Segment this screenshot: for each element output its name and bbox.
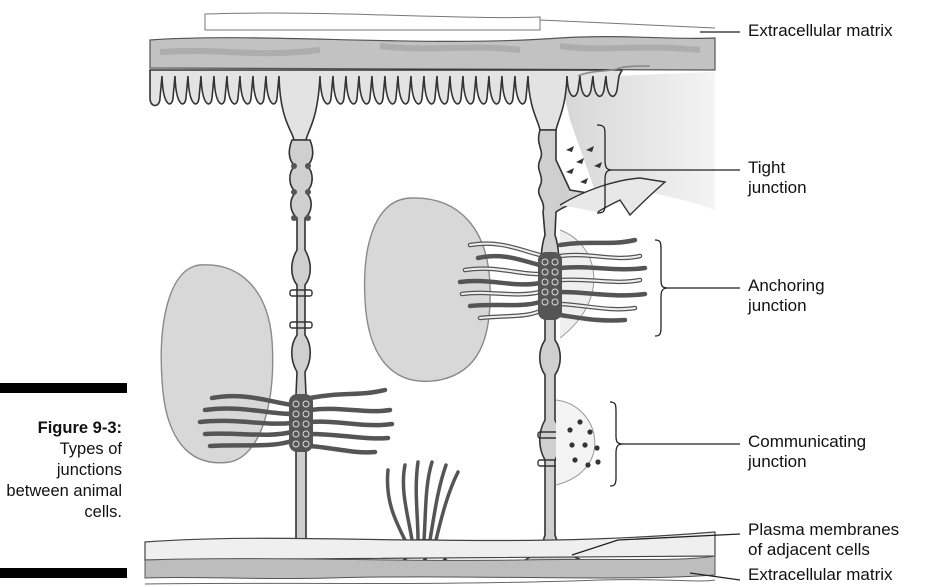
label-extracellular-matrix-top: Extracellular matrix	[748, 21, 893, 41]
figure-caption: Figure 9-3: Types of junctions between a…	[0, 418, 122, 523]
caption-bar-top	[0, 383, 127, 393]
figure-number: Figure 9-3:	[0, 418, 122, 439]
tight-junction-flap	[560, 178, 665, 215]
caption-bar-bottom	[0, 568, 127, 578]
figure-caption-text: Types of junctions between animal cells.	[0, 439, 122, 523]
communicating-junction	[556, 400, 601, 485]
left-cell-boundary	[260, 140, 350, 570]
nucleus-right	[365, 198, 491, 381]
label-extracellular-matrix-bottom: Extracellular matrix	[748, 565, 893, 585]
extracellular-matrix-top	[150, 13, 715, 70]
